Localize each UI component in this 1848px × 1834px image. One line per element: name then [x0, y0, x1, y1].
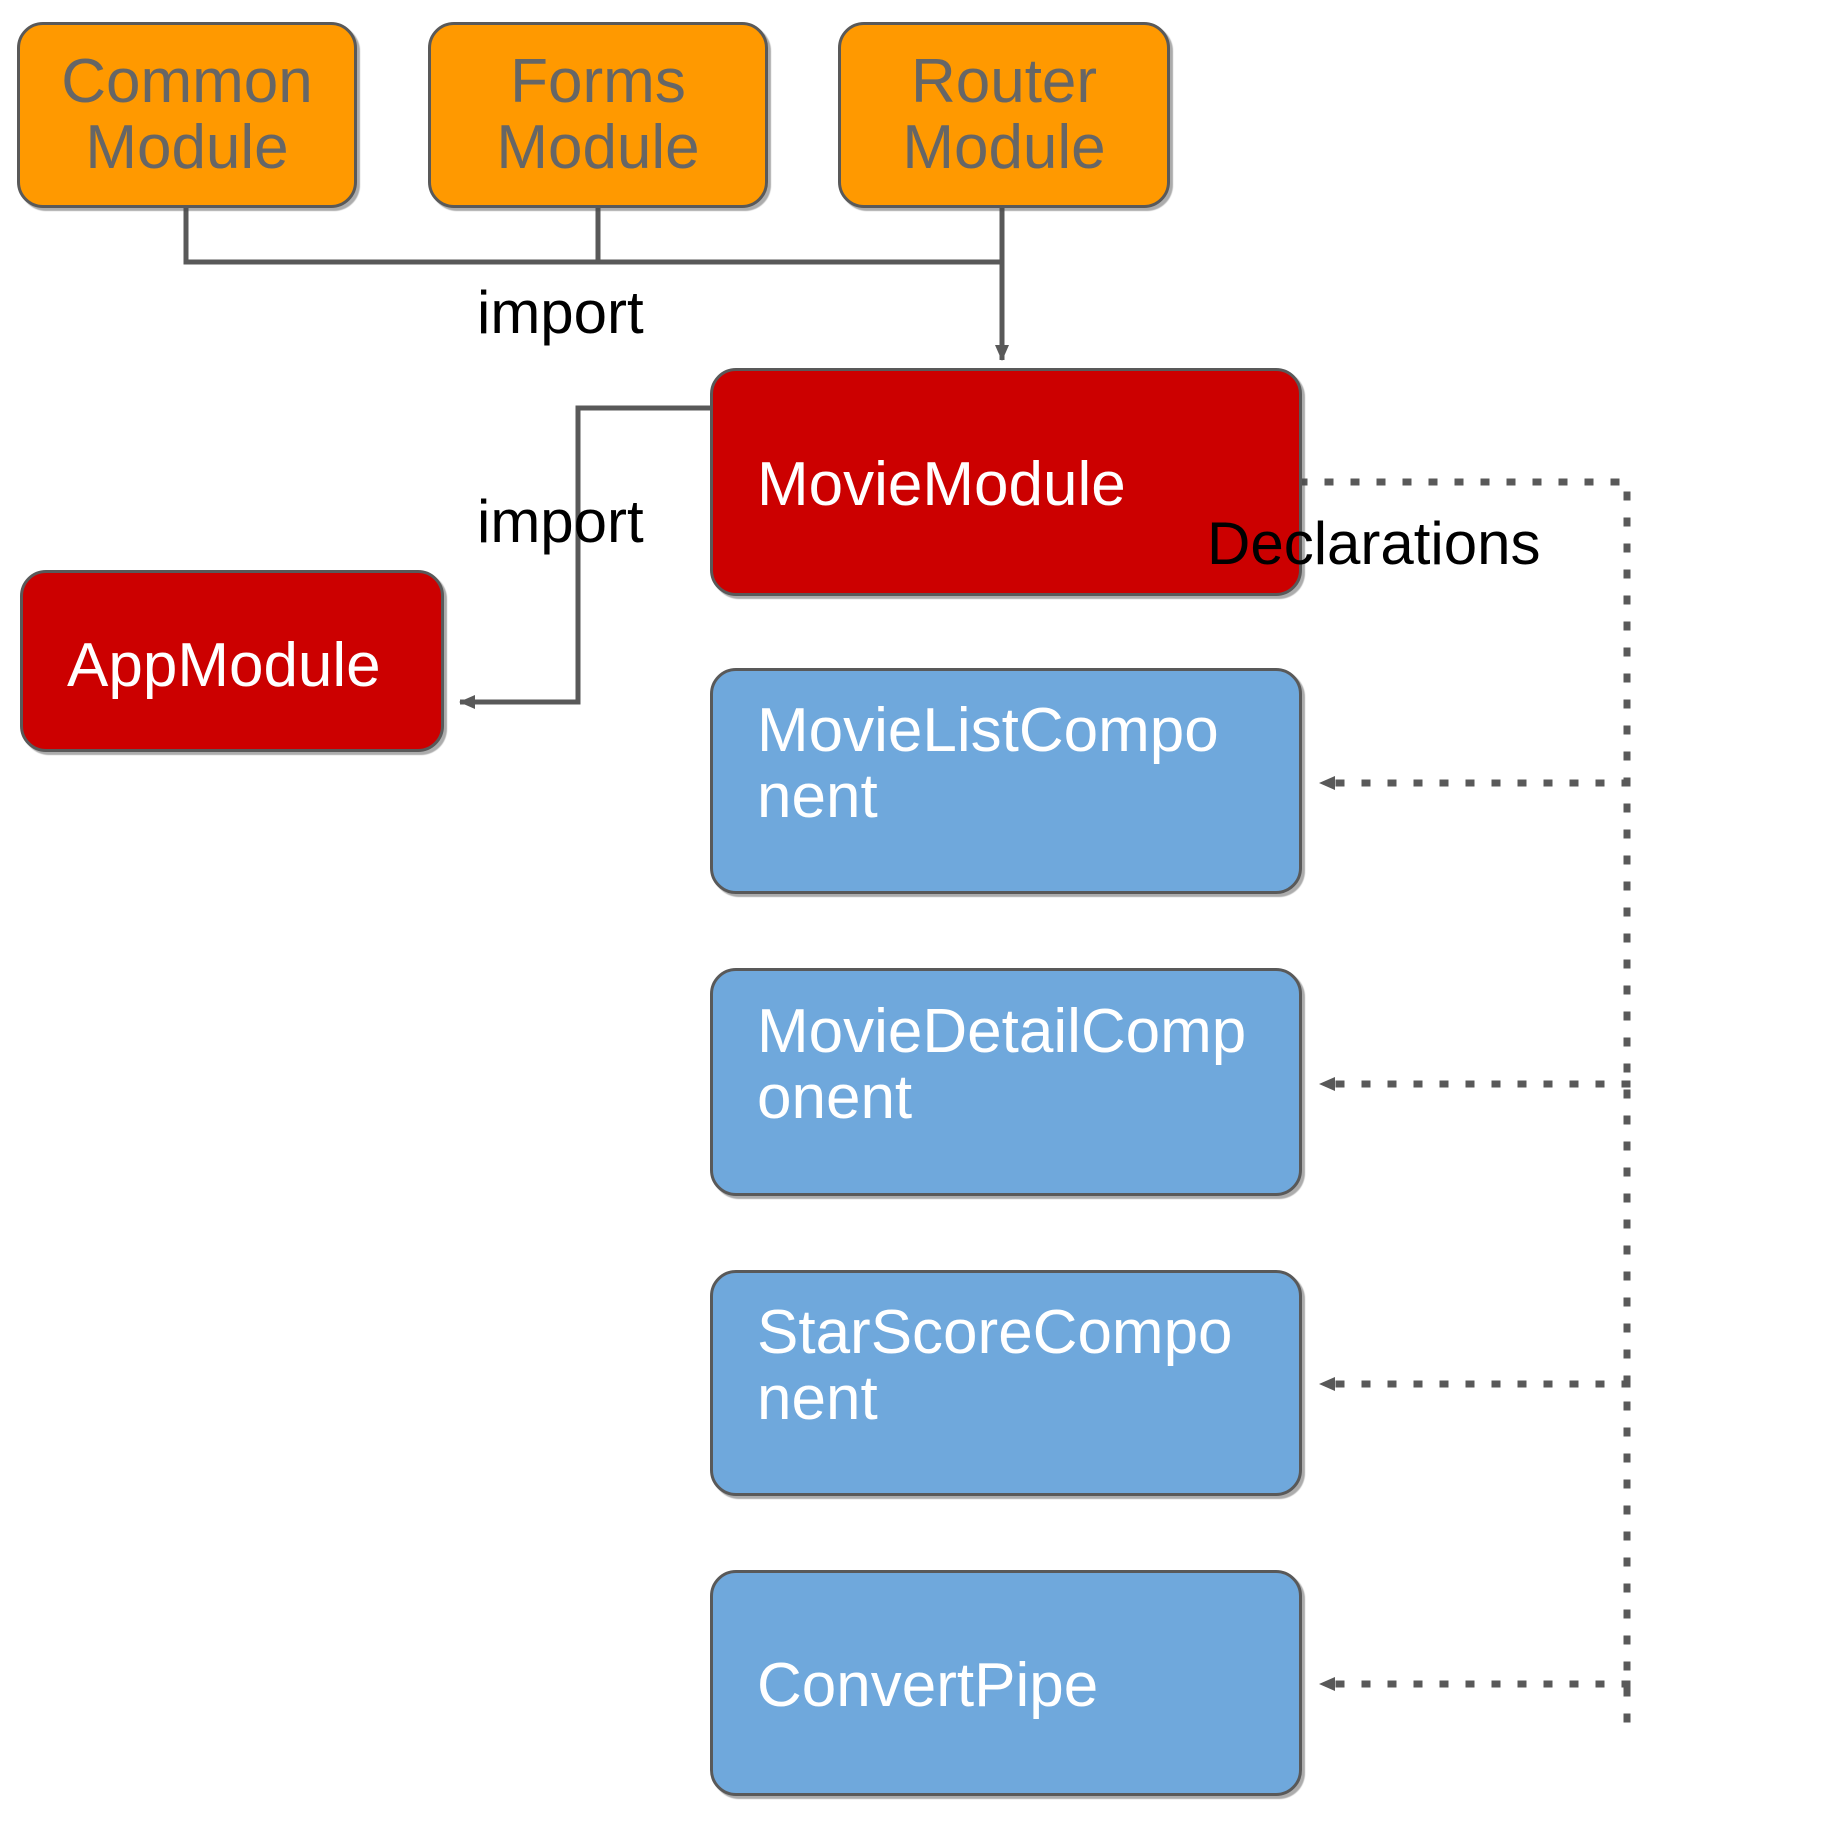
node-movie-list-component[interactable]: MovieListCompo nent — [710, 668, 1302, 894]
node-forms-module-label: Forms Module — [496, 47, 700, 182]
node-forms-module[interactable]: Forms Module — [428, 22, 768, 208]
node-movie-list-component-label: MovieListCompo nent — [757, 696, 1219, 831]
edge-label-declarations: Declarations — [1207, 510, 1541, 577]
node-common-module-label: Common Module — [61, 47, 313, 182]
node-common-module[interactable]: Common Module — [17, 22, 357, 208]
node-star-score-component[interactable]: StarScoreCompo nent — [710, 1270, 1302, 1496]
node-star-score-component-label: StarScoreCompo nent — [757, 1298, 1233, 1433]
edge-common-module-to-movie-module — [183, 206, 1002, 265]
node-movie-detail-component-label: MovieDetailComp onent — [757, 997, 1247, 1132]
node-movie-module-label: MovieModule — [757, 450, 1126, 519]
node-convert-pipe-label: ConvertPipe — [757, 1651, 1099, 1720]
node-convert-pipe[interactable]: ConvertPipe — [710, 1570, 1302, 1796]
node-movie-detail-component[interactable]: MovieDetailComp onent — [710, 968, 1302, 1196]
edge-label-import-top: import — [477, 279, 644, 346]
edge-movie-module-to-app-module — [459, 405, 710, 709]
edge-declarations-trunk — [1298, 478, 1631, 1738]
edge-label-import-bottom: import — [477, 488, 644, 555]
node-app-module-label: AppModule — [67, 631, 381, 700]
node-router-module-label: Router Module — [902, 47, 1106, 182]
node-router-module[interactable]: Router Module — [838, 22, 1170, 208]
node-app-module[interactable]: AppModule — [20, 570, 444, 752]
node-movie-module[interactable]: MovieModule — [710, 368, 1302, 596]
